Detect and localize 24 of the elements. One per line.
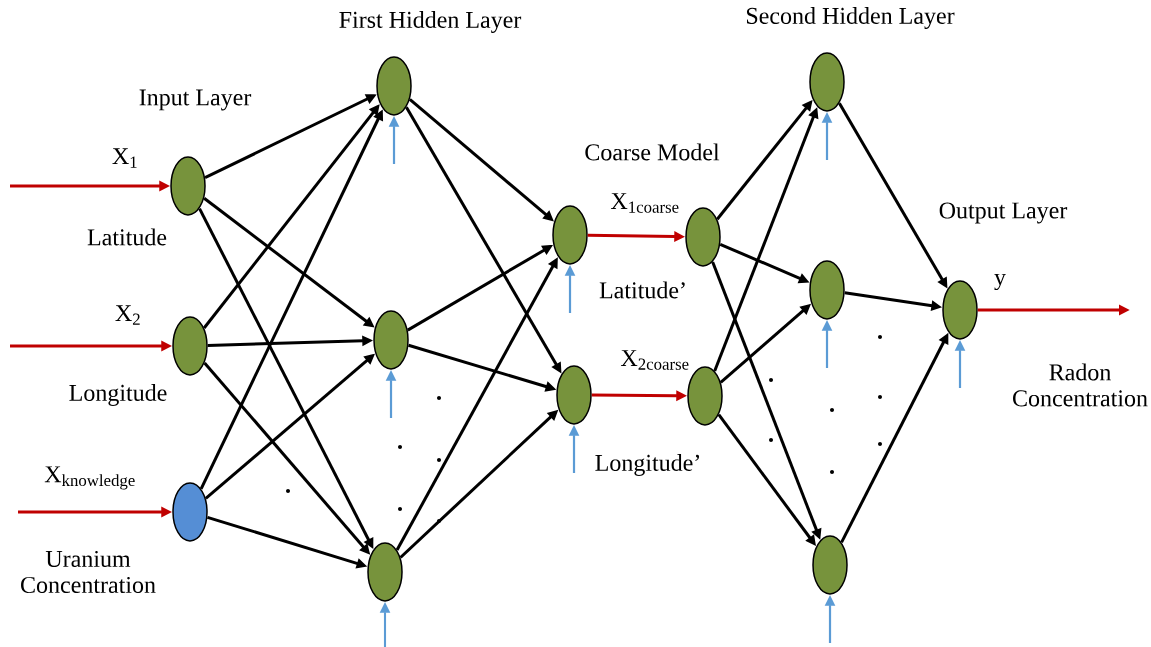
neuron-circle	[809, 260, 845, 320]
layer-title: Output Layer	[939, 202, 1068, 224]
input-label: Longitude	[69, 384, 167, 406]
neuron-circle	[687, 366, 723, 426]
neuron-circle	[556, 365, 592, 425]
neuron-circle	[373, 310, 409, 370]
neuron-circle	[172, 482, 208, 542]
input-label: $\mathrm{X}_{\mathrm{2coarse}}$	[620, 350, 689, 370]
neuron-circle	[367, 542, 403, 602]
layer-title: Coarse Model	[585, 143, 720, 161]
neuron-circle	[685, 207, 721, 267]
input-label: Latitude	[87, 228, 167, 246]
neuron-circle	[552, 205, 588, 265]
neuron-circle	[170, 156, 206, 216]
neuron-circle	[376, 56, 412, 116]
input-label: Latitude’	[599, 281, 685, 299]
neuron-circle	[942, 280, 978, 340]
input-label: Longitude’	[595, 454, 700, 476]
input-label: Uranium Concentration	[21, 550, 156, 594]
input-label: X$_{1}$	[112, 148, 137, 168]
input-label: y	[994, 273, 1006, 291]
neuron-circle	[809, 52, 845, 112]
neuron-circle	[172, 316, 208, 376]
neuron-circle	[812, 535, 848, 595]
